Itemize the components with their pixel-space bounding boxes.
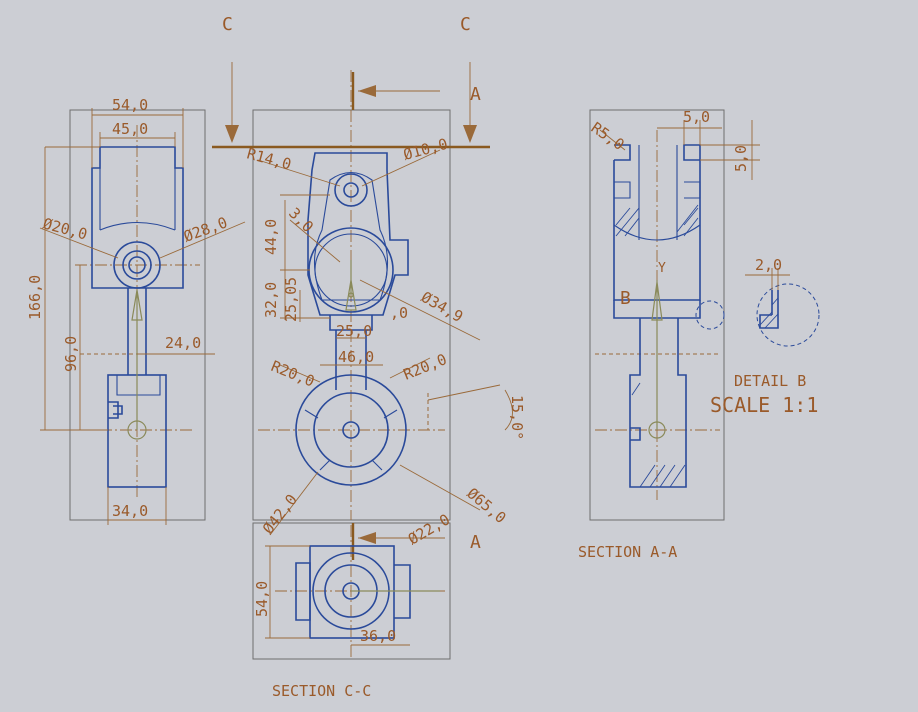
label-scale: SCALE 1:1 xyxy=(710,393,818,417)
dim-dia20: Ø20,0 xyxy=(41,214,89,243)
label-y: Y xyxy=(658,261,666,276)
dim-5b: 5,0 xyxy=(732,145,750,172)
dim-3: 3,0 xyxy=(285,204,317,236)
left-view: 54,0 45,0 166,0 96,0 Ø20,0 Ø28,0 24,0 34… xyxy=(26,96,246,525)
dim-dia65: Ø65,0 xyxy=(463,484,509,527)
dim-dia34: Ø34,9 xyxy=(418,288,466,326)
dim-24: 24,0 xyxy=(165,334,201,352)
view-frame-main[interactable] xyxy=(252,109,451,521)
dim-5: 5 xyxy=(282,277,300,286)
dim-54b: 54,0 xyxy=(253,581,271,617)
dim-dia28: Ø28,0 xyxy=(181,213,230,245)
label-b: B xyxy=(620,288,631,309)
dim-54: 54,0 xyxy=(112,96,148,114)
dim-2: 2,0 xyxy=(755,256,782,274)
section-cc-view: A 54,0 36,0 SECTION C-C xyxy=(253,523,481,700)
dim-r5: R5,0 xyxy=(588,119,628,154)
dim-25h: 25,0 xyxy=(336,322,372,340)
main-view: C C A xyxy=(212,14,526,548)
label-a-top: A xyxy=(470,84,481,105)
dim-166: 166,0 xyxy=(26,275,44,320)
dim-15: 15,0° xyxy=(508,395,526,440)
dim-34: 34,0 xyxy=(112,502,148,520)
dim-0: ,0 xyxy=(390,304,408,322)
dim-45: 45,0 xyxy=(112,120,148,138)
dim-r20b: R20,0 xyxy=(401,350,450,384)
label-section-aa: SECTION A-A xyxy=(578,543,677,561)
view-frame-section-cc[interactable] xyxy=(252,522,451,660)
dim-r20a: R20,0 xyxy=(269,357,318,391)
label-a-bottom: A xyxy=(470,532,481,553)
label-section-cc: SECTION C-C xyxy=(272,682,371,700)
dim-dia10: Ø10,0 xyxy=(401,135,449,164)
detail-b-view: 2,0 DETAIL B SCALE 1:1 xyxy=(710,256,820,417)
dim-44: 44,0 xyxy=(262,219,280,255)
dim-dia22: Ø22,0 xyxy=(405,510,453,548)
label-c-right: C xyxy=(460,14,471,35)
dim-5a: 5,0 xyxy=(683,108,710,126)
section-aa-view: Y B R5,0 5,0 5,0 SECTION A-A xyxy=(578,108,760,561)
label-c-left: C xyxy=(222,14,233,35)
dim-32: 32,0 xyxy=(262,282,280,318)
dim-46: 46,0 xyxy=(338,348,374,366)
label-detail-b: DETAIL B xyxy=(734,372,806,390)
dim-96: 96,0 xyxy=(62,336,80,372)
dim-36: 36,0 xyxy=(360,627,396,645)
dim-r14: R14,0 xyxy=(245,144,293,173)
dim-dia42: Ø42,0 xyxy=(259,491,301,538)
dim-25v: 25,0 xyxy=(282,286,300,322)
